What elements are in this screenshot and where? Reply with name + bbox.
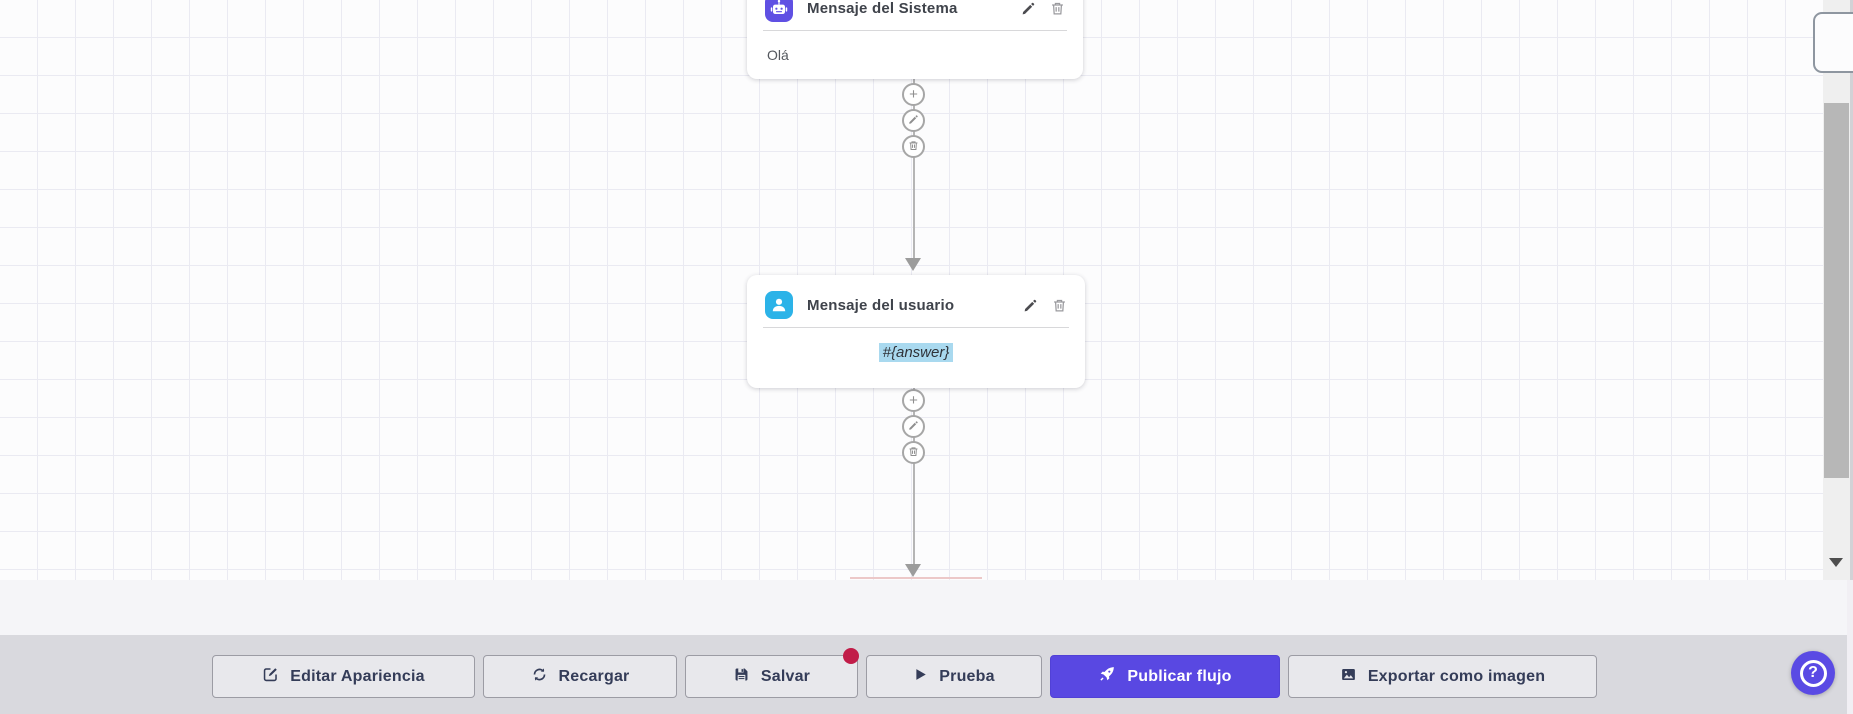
right-edge-strip [1847,580,1853,714]
unsaved-changes-badge [843,648,859,664]
image-icon [1340,666,1357,688]
button-label: Publicar flujo [1127,667,1232,685]
edit-node-button[interactable] [1022,297,1038,313]
connector-arrow-icon [905,258,921,271]
scrollbar-down-arrow-icon[interactable] [1829,558,1843,567]
connector-actions: + [902,83,925,161]
connector-actions: + [902,389,925,467]
reload-button[interactable]: Recargar [483,655,677,698]
node-divider [763,327,1069,328]
delete-connector-button[interactable] [902,441,925,464]
help-label: ? [1808,664,1818,681]
save-icon [733,666,750,688]
help-button[interactable]: ? [1791,651,1835,695]
variable-token[interactable]: #{answer} [878,343,954,362]
edit-node-button[interactable] [1020,0,1036,16]
question-mark-icon: ? [1799,659,1827,687]
add-node-button[interactable]: + [902,389,925,412]
node-title: Mensaje del usuario [807,296,955,314]
edit-appearance-button[interactable]: Editar Apariencia [212,655,475,698]
trash-icon [908,139,919,154]
button-label: Prueba [939,667,995,685]
pencil-icon [908,419,919,434]
node-content: #{answer} [747,328,1085,385]
plus-icon: + [909,86,918,103]
scrollbar-edge-line [1850,0,1853,580]
node-header: Mensaje del Sistema [747,0,1083,30]
button-label: Editar Apariencia [290,667,425,685]
button-label: Exportar como imagen [1367,667,1546,685]
node-header: Mensaje del usuario [747,275,1085,327]
edit-connector-button[interactable] [902,415,925,438]
plus-icon: + [909,392,918,409]
node-user-message[interactable]: Mensaje del usuario #{answer} [747,275,1085,388]
canvas-bottom-strip [0,580,1853,635]
connector-line [913,388,915,564]
connector-arrow-icon [905,564,921,577]
delete-node-button[interactable] [1049,0,1065,16]
play-icon [913,667,928,687]
connector-line [913,78,915,258]
edit-appearance-icon [262,666,279,688]
refresh-icon [531,666,548,688]
save-button[interactable]: Salvar [685,648,859,698]
node-system-message[interactable]: Mensaje del Sistema Olá [747,0,1083,79]
node-actions [1020,0,1065,16]
user-icon [765,291,793,319]
delete-connector-button[interactable] [902,135,925,158]
pencil-icon [908,113,919,128]
minimap-panel[interactable] [1813,12,1853,73]
next-node-top-edge [850,577,982,579]
node-content: Olá [767,47,789,63]
test-button[interactable]: Prueba [866,655,1042,698]
delete-node-button[interactable] [1051,297,1067,313]
export-image-button[interactable]: Exportar como imagen [1288,655,1597,698]
node-actions [1022,297,1067,313]
add-node-button[interactable]: + [902,83,925,106]
rocket-icon [1098,665,1116,688]
robot-icon [765,0,793,22]
trash-icon [908,445,919,460]
vertical-scrollbar-thumb[interactable] [1824,103,1849,478]
node-title: Mensaje del Sistema [807,0,958,17]
edit-connector-button[interactable] [902,109,925,132]
button-label: Recargar [558,667,630,685]
button-label: Salvar [760,667,811,685]
toolbar-button-row: Editar Apariencia Recargar Salvar Prueba [212,648,1597,698]
node-divider [763,30,1067,31]
publish-flow-button[interactable]: Publicar flujo [1050,655,1280,698]
